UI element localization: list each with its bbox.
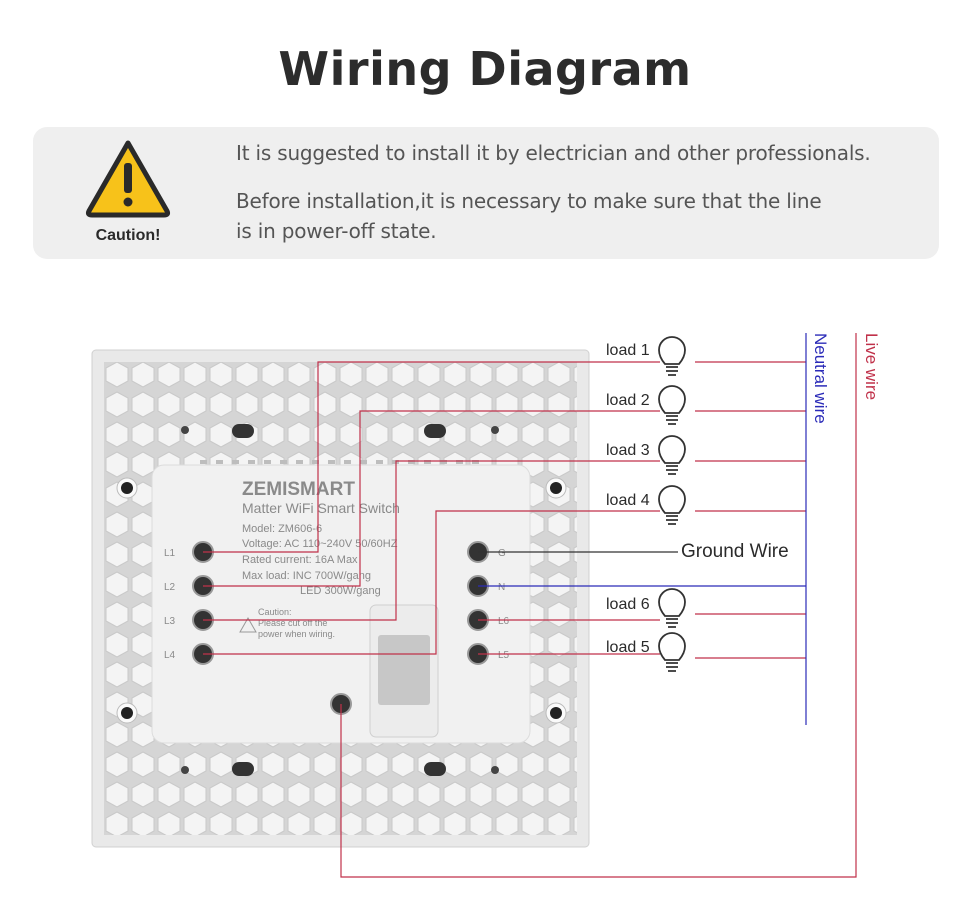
bulb-icon-load-5: [658, 632, 686, 672]
terminal-label-n: N: [498, 582, 505, 593]
terminal-label-l1: L1: [164, 548, 176, 559]
caution-box: Caution! It is suggested to install it b…: [33, 127, 939, 259]
ground-wire-label: Ground Wire: [681, 541, 789, 562]
neutral-wire: [478, 333, 807, 725]
panel-led-load: LED 300W/gang: [300, 585, 381, 597]
terminal-label-l4: L4: [164, 650, 176, 661]
panel-caution-1: Please cut off the: [258, 618, 327, 628]
caution-text-line-1: It is suggested to install it by electri…: [236, 141, 871, 165]
live-wire-label: Live wire: [862, 333, 881, 400]
terminal-label-l2: L2: [164, 582, 176, 593]
mounting-holes: [116, 424, 567, 776]
bulb-icon-load-1: [658, 336, 686, 376]
terminal-label-l6: L6: [498, 616, 510, 627]
load-label-3: load 3: [606, 442, 650, 459]
bulb-icon-load-6: [658, 588, 686, 628]
bulb-icon-load-3: [658, 435, 686, 475]
panel-max-load: Max load: INC 700W/gang: [242, 570, 371, 582]
wifi-module-chip: [378, 635, 430, 705]
panel-model: Model: ZM606-6: [242, 523, 322, 535]
terminal-label-g: G: [498, 548, 506, 559]
bulb-icon-load-2: [658, 385, 686, 425]
panel-warning-icon: [239, 616, 257, 633]
caution-text-line-2: Before installation,it is necessary to m…: [236, 189, 822, 213]
neutral-wire-label: Neutral wire: [811, 333, 830, 424]
terminal-label-l5: L5: [498, 650, 510, 661]
terminal-label-l3: L3: [164, 616, 176, 627]
panel-caution-2: power when wiring.: [258, 629, 335, 639]
panel-voltage: Voltage: AC 110~240V 50/60HZ: [242, 538, 398, 550]
bulb-icons: [658, 336, 686, 672]
load-label-6: load 6: [606, 596, 650, 613]
caution-text-line-3: is in power-off state.: [236, 219, 437, 243]
load-label-1: load 1: [606, 342, 650, 359]
brand-logo: ZEMISMART: [242, 479, 355, 500]
load-wires: [203, 333, 857, 878]
top-vents: [200, 460, 479, 464]
bulb-icon-load-4: [658, 485, 686, 525]
caution-label: Caution!: [95, 227, 161, 244]
panel-current: Rated current: 16A Max: [242, 554, 358, 566]
panel-caution-title: Caution:: [258, 607, 292, 617]
page-title: Wiring Diagram: [278, 42, 692, 96]
load-label-4: load 4: [606, 492, 650, 509]
warning-triangle-icon: [85, 140, 171, 218]
load-label-2: load 2: [606, 392, 650, 409]
load-label-5: load 5: [606, 639, 650, 656]
panel-product: Matter WiFi Smart Switch: [242, 500, 400, 516]
